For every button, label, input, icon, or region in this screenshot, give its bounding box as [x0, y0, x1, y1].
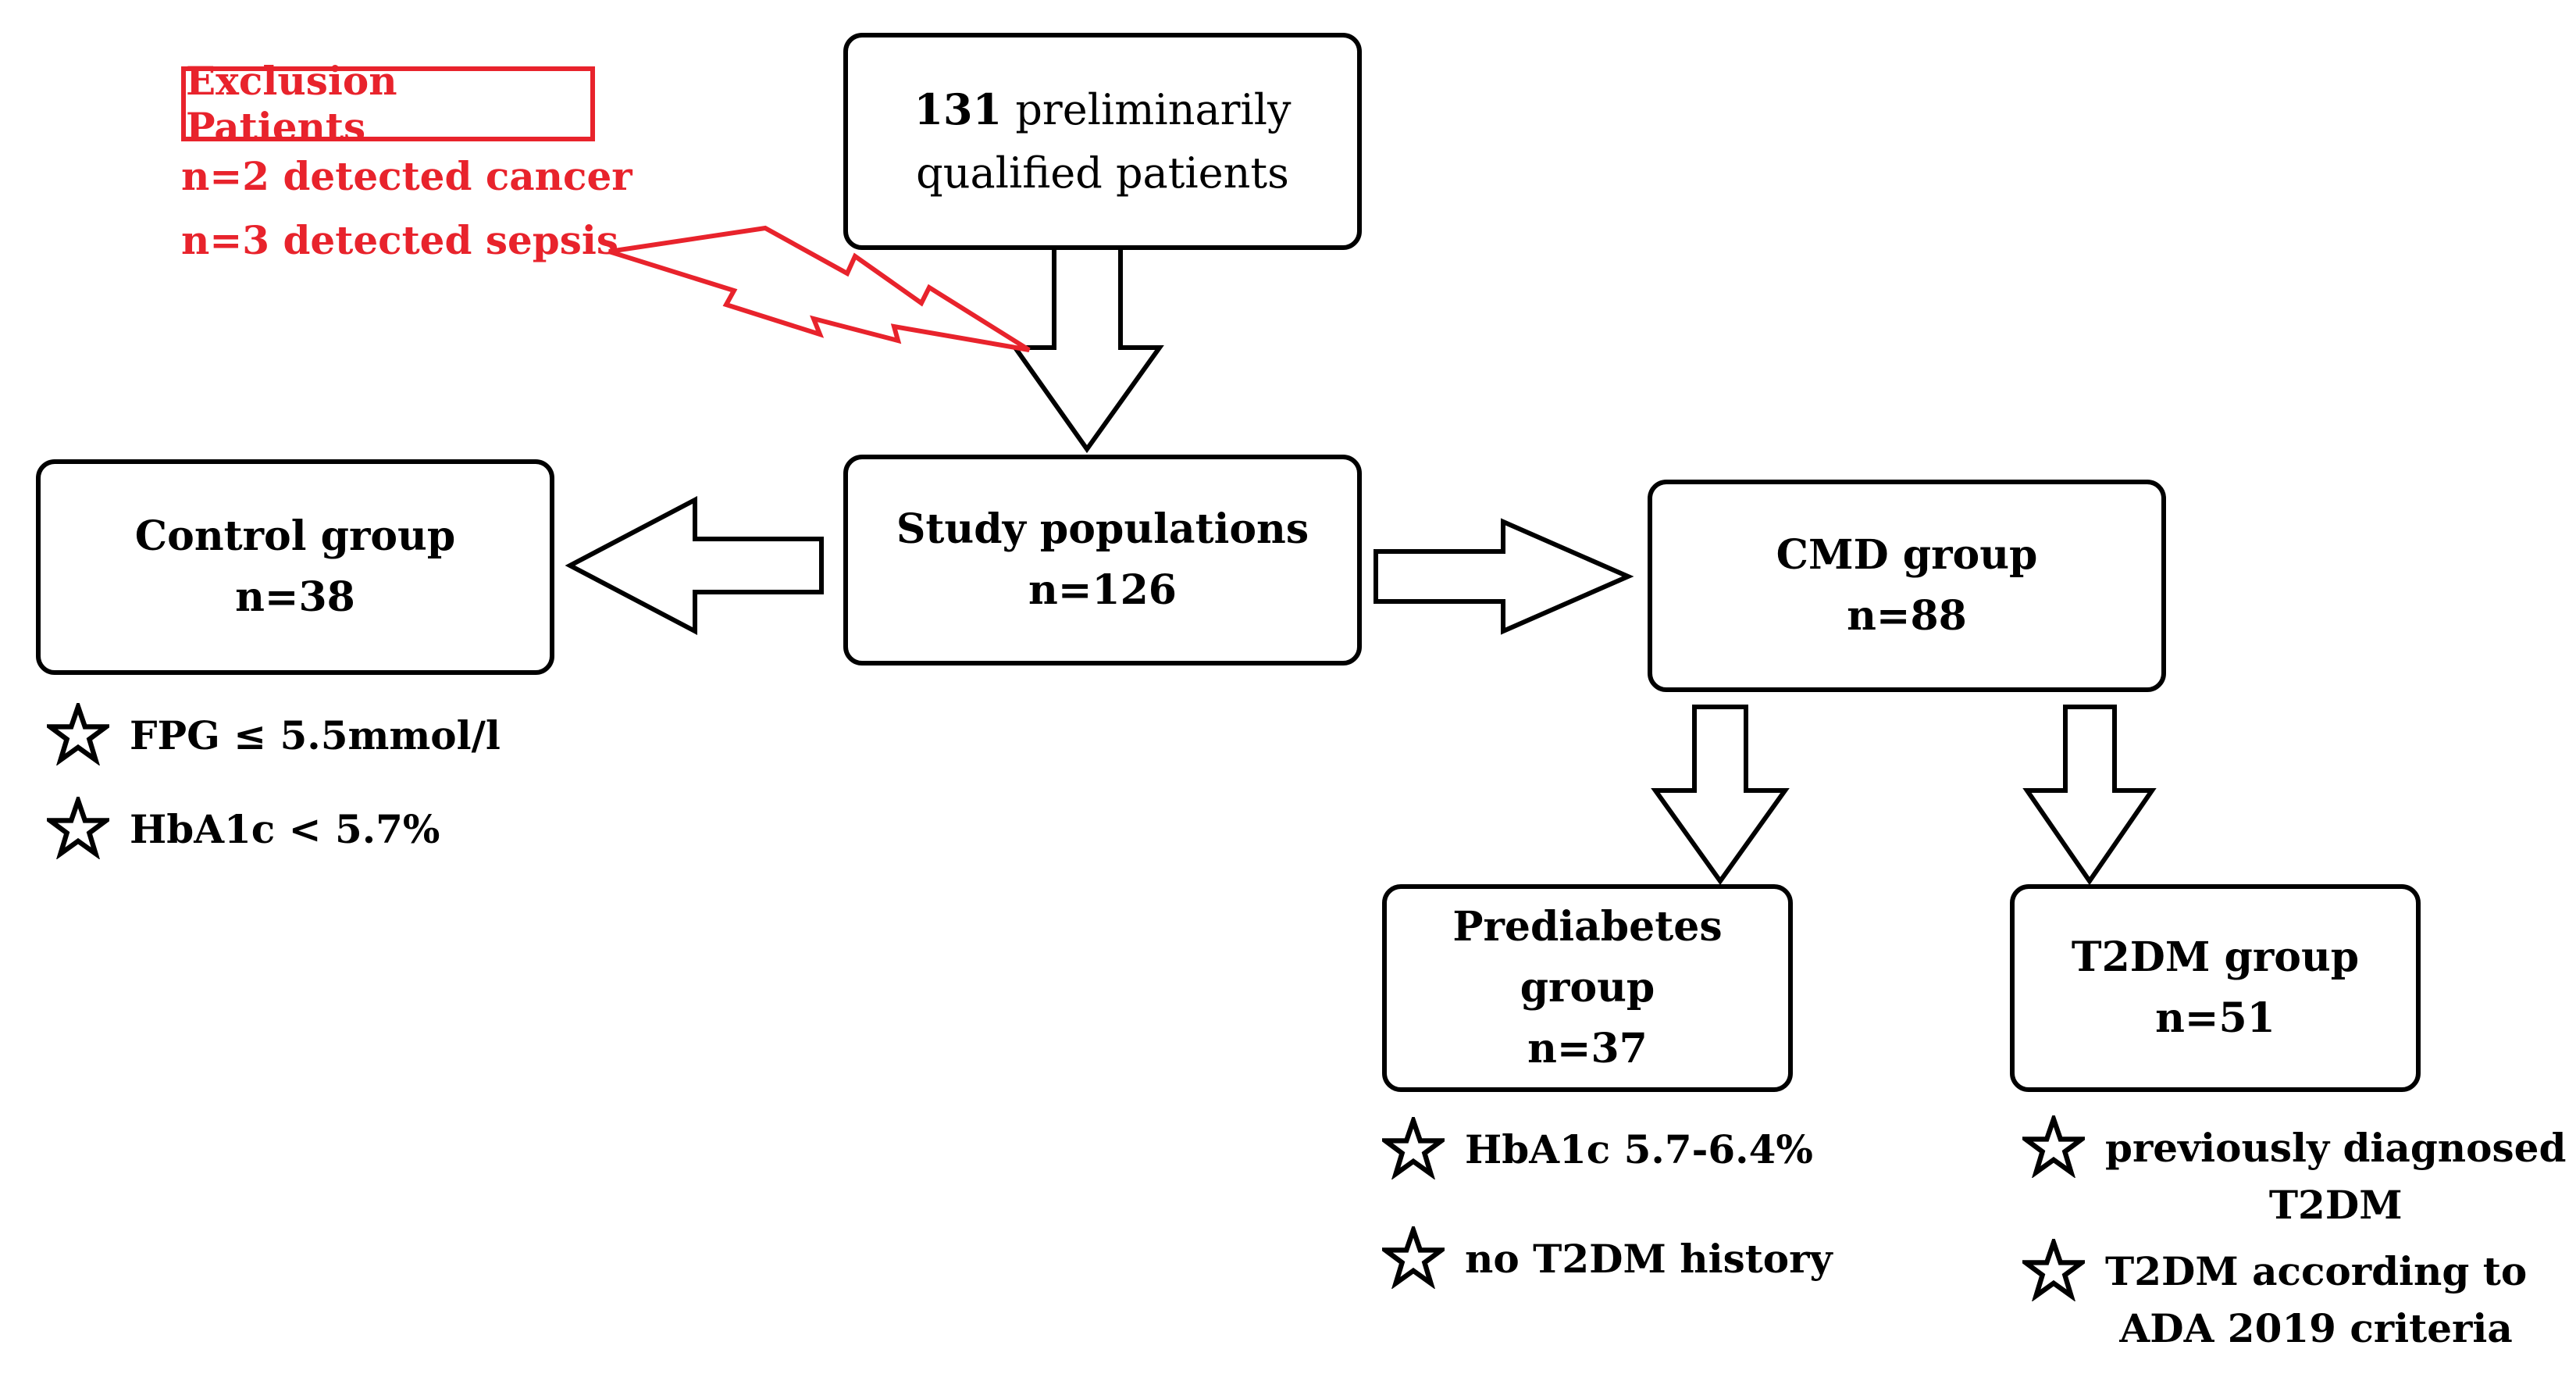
prediabetes-criterion-hba1c-text: HbA1c 5.7-6.4% [1465, 1126, 1813, 1172]
t2dm-group-label: T2DM group [2071, 933, 2360, 981]
star-icon [47, 797, 109, 859]
t2dm-criterion-previous-line1: previously diagnosed [2105, 1125, 2567, 1171]
control-criterion-fpg-text: FPG ≤ 5.5mmol/l [130, 712, 501, 758]
t2dm-group-box: T2DM group n=51 [2010, 884, 2421, 1092]
star-icon [2022, 1239, 2085, 1301]
exclusion-line-sepsis: n=3 detected sepsis [181, 217, 619, 263]
preliminary-patients-box: 131 preliminarily qualified patients [843, 33, 1362, 250]
preliminary-line-1: 131 preliminarily [914, 78, 1291, 141]
star-icon [47, 703, 109, 765]
control-group-box: Control group n=38 [36, 459, 554, 675]
control-criterion-hba1c-text: HbA1c < 5.7% [130, 806, 440, 852]
cmd-group-label: CMD group [1776, 531, 2038, 579]
t2dm-group-count: n=51 [2155, 994, 2275, 1042]
control-group-label: Control group [134, 512, 456, 560]
prediabetes-criterion-history-text: no T2DM history [1465, 1236, 1833, 1282]
t2dm-criterion-previous-line2: T2DM [2268, 1181, 2403, 1228]
t2dm-criterion-ada-text: T2DM according to ADA 2019 criteria [2105, 1239, 2527, 1357]
lightning-bolt-icon [608, 225, 1031, 352]
star-icon [2022, 1115, 2085, 1178]
star-icon [1382, 1117, 1445, 1179]
preliminary-line-2: qualified patients [916, 148, 1289, 198]
t2dm-criterion-ada: T2DM according to ADA 2019 criteria [2022, 1239, 2527, 1357]
cmd-group-count: n=88 [1847, 592, 1967, 640]
cmd-group-box: CMD group n=88 [1648, 480, 2166, 692]
preliminary-line-1-text: preliminarily [1002, 85, 1292, 134]
t2dm-criterion-previous: previously diagnosed T2DM [2022, 1115, 2566, 1233]
arrow-cmd-to-prediabetes [1651, 705, 1790, 886]
t2dm-criterion-ada-line1: T2DM according to [2105, 1248, 2528, 1294]
prediabetes-group-box: Prediabetes group n=37 [1382, 884, 1793, 1092]
exclusion-title: Exclusion Patients [181, 58, 595, 150]
star-icon [1382, 1226, 1445, 1289]
study-populations-label: Study populations [896, 505, 1309, 553]
t2dm-criterion-ada-line2: ADA 2019 criteria [2119, 1304, 2513, 1351]
exclusion-line-cancer: n=2 detected cancer [181, 153, 632, 199]
arrow-top-to-study [1010, 244, 1164, 454]
prediabetes-group-count: n=37 [1527, 1025, 1648, 1072]
arrow-study-to-control [565, 496, 824, 635]
control-group-count: n=38 [235, 573, 355, 621]
prediabetes-group-label: Prediabetes group [1452, 903, 1723, 1012]
preliminary-count: 131 [914, 84, 1003, 134]
arrow-cmd-to-t2dm [2022, 705, 2157, 886]
study-populations-box: Study populations n=126 [843, 455, 1362, 666]
control-criterion-fpg: FPG ≤ 5.5mmol/l [47, 703, 501, 765]
study-populations-count: n=126 [1028, 566, 1177, 614]
control-criterion-hba1c: HbA1c < 5.7% [47, 797, 440, 859]
prediabetes-criterion-hba1c: HbA1c 5.7-6.4% [1382, 1117, 1813, 1179]
t2dm-criterion-previous-text: previously diagnosed T2DM [2105, 1115, 2566, 1233]
prediabetes-criterion-history: no T2DM history [1382, 1226, 1833, 1289]
arrow-study-to-cmd [1374, 518, 1634, 635]
